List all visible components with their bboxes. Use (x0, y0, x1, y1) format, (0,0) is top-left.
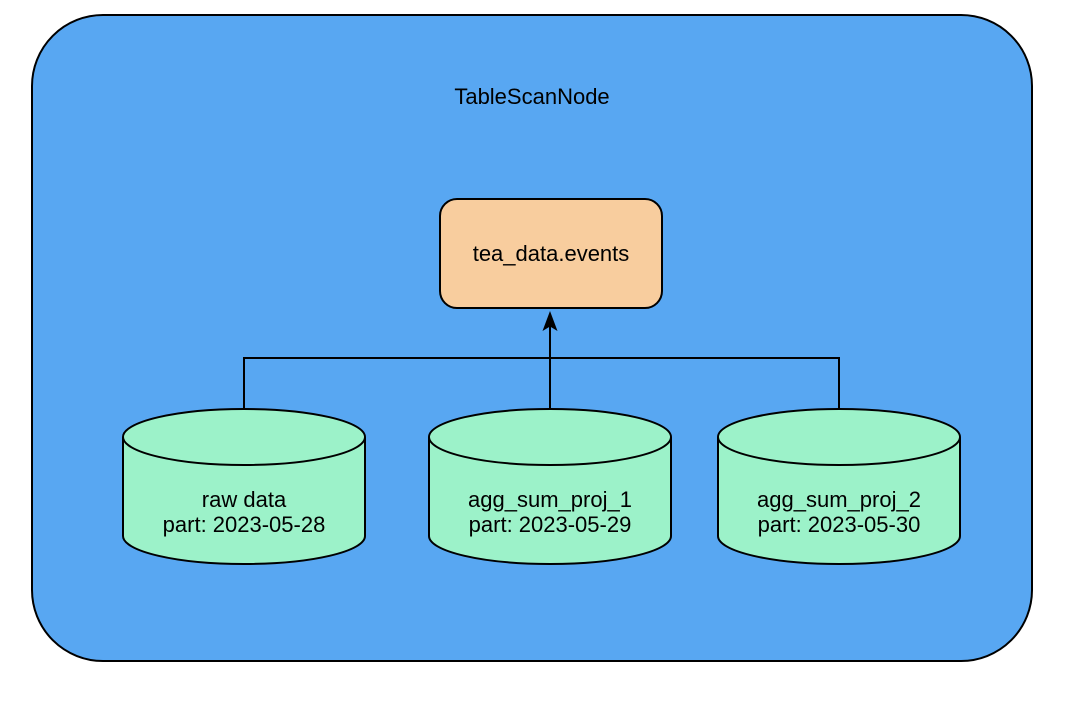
branch-connector-line (243, 357, 840, 409)
table-node-label: tea_data.events (472, 240, 630, 266)
arrow-up-icon (542, 311, 558, 331)
cylinder-label-agg-sum-proj-1: agg_sum_proj_1 part: 2023-05-29 (429, 487, 671, 537)
cylinder-body (428, 437, 672, 565)
partition-name: agg_sum_proj_1 (468, 487, 632, 512)
partition-date: part: 2023-05-28 (162, 512, 326, 537)
cylinder-top (428, 408, 672, 466)
partition-name: raw data (201, 487, 287, 512)
cylinder-agg-sum-proj-2 (717, 408, 961, 565)
partition-name: agg_sum_proj_2 (757, 487, 921, 512)
cylinder-label-agg-sum-proj-2: agg_sum_proj_2 part: 2023-05-30 (718, 487, 960, 537)
cylinder-body (122, 437, 366, 565)
cylinder-top (717, 408, 961, 466)
table-scan-node-title: TableScanNode (454, 84, 610, 109)
table-node-box: tea_data.events (439, 198, 663, 309)
cylinder-top (122, 408, 366, 466)
cylinder-label-raw-data: raw data part: 2023-05-28 (123, 487, 365, 537)
cylinder-agg-sum-proj-1 (428, 408, 672, 565)
cylinder-raw-data (122, 408, 366, 565)
cylinder-body (717, 437, 961, 565)
partition-date: part: 2023-05-29 (468, 512, 632, 537)
partition-date: part: 2023-05-30 (757, 512, 921, 537)
